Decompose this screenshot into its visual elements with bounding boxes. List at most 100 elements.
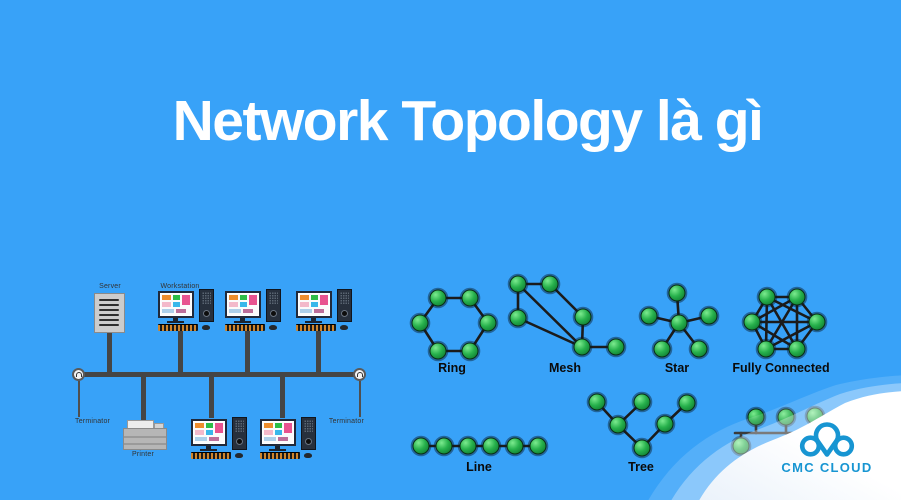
server (94, 293, 125, 333)
tower-vents (235, 420, 244, 433)
network-node (461, 342, 479, 360)
network-node (506, 437, 524, 455)
workstation-cable (245, 330, 250, 373)
printer-label: Printer (131, 451, 155, 458)
network-node (411, 314, 429, 332)
monitor (296, 291, 332, 318)
network-node (668, 284, 686, 302)
monitor (158, 291, 194, 318)
page-title: Network Topology là gì (172, 89, 764, 153)
workstation-computer (296, 289, 352, 331)
monitor-stand (240, 318, 245, 321)
terminator-label-right: Terminator (328, 418, 364, 425)
network-node (609, 416, 627, 434)
server-cable (107, 331, 112, 373)
network-node (429, 342, 447, 360)
network-node (479, 314, 497, 332)
printer-body (123, 428, 167, 450)
tower-vents (269, 292, 278, 305)
network-node (509, 275, 527, 293)
computer-tower (266, 289, 281, 322)
monitor-base (200, 449, 217, 451)
topology-label-fully-connected: Fully Connected (732, 361, 830, 375)
terminator-label-left: Terminator (75, 418, 111, 425)
topology-ring (409, 287, 499, 362)
mouse (340, 325, 348, 330)
monitor-screen (161, 294, 191, 315)
monitor-base (234, 321, 251, 323)
workstation-cable (209, 376, 214, 418)
network-node (412, 437, 430, 455)
workstation-cable (316, 330, 321, 373)
network-node (461, 289, 479, 307)
power-button-icon (270, 310, 277, 317)
workstation-cable (280, 376, 285, 418)
printer-cable (141, 376, 146, 422)
terminator-mark-icon (356, 372, 363, 377)
network-node (758, 288, 776, 306)
network-node (757, 340, 775, 358)
power-button-icon (203, 310, 210, 317)
network-node (482, 437, 500, 455)
network-node (653, 340, 671, 358)
network-node (573, 338, 591, 356)
computer-tower (337, 289, 352, 322)
power-button-icon (305, 438, 312, 445)
network-node (690, 340, 708, 358)
network-node (633, 393, 651, 411)
network-node (640, 307, 658, 325)
network-node (435, 437, 453, 455)
cmc-cloud-logo: CMC CLOUD (762, 421, 892, 475)
network-node (743, 313, 761, 331)
topology-label-tree: Tree (628, 460, 654, 474)
monitor-screen (299, 294, 329, 315)
power-button-icon (341, 310, 348, 317)
monitor-base (269, 449, 286, 451)
monitor-screen (194, 422, 224, 443)
network-node (509, 309, 527, 327)
tower-vents (202, 292, 211, 305)
logo-text: CMC CLOUD (781, 460, 873, 475)
monitor-stand (173, 318, 178, 321)
mouse (269, 325, 277, 330)
keyboard (296, 324, 336, 331)
network-node (700, 307, 718, 325)
network-node (529, 437, 547, 455)
topology-label-line: Line (466, 460, 492, 474)
tower-vents (304, 420, 313, 433)
network-node (429, 289, 447, 307)
cloud-icon (799, 422, 855, 457)
monitor (191, 419, 227, 446)
monitor-stand (275, 446, 280, 449)
network-node (808, 313, 826, 331)
monitor-stand (311, 318, 316, 321)
workstation-computer (158, 289, 214, 331)
network-node (670, 314, 688, 332)
topology-fully-connected (741, 286, 828, 360)
network-node (574, 308, 592, 326)
monitor-base (305, 321, 322, 323)
network-node (788, 288, 806, 306)
network-node (588, 393, 606, 411)
monitor (260, 419, 296, 446)
monitor-screen (263, 422, 293, 443)
terminator-drop-line (78, 381, 80, 417)
tower-vents (340, 292, 349, 305)
workstation-computer (225, 289, 281, 331)
power-button-icon (236, 438, 243, 445)
topology-mesh (507, 273, 627, 358)
server-label: Server (99, 283, 121, 290)
network-node (607, 338, 625, 356)
topology-line (410, 435, 549, 457)
monitor-stand (206, 446, 211, 449)
keyboard (191, 452, 231, 459)
network-node (678, 394, 696, 412)
workstation-label: Workstation (160, 283, 200, 290)
monitor (225, 291, 261, 318)
network-node (541, 275, 559, 293)
topology-label-star: Star (664, 361, 690, 375)
mouse (235, 453, 243, 458)
topology-label-ring: Ring (438, 361, 466, 375)
